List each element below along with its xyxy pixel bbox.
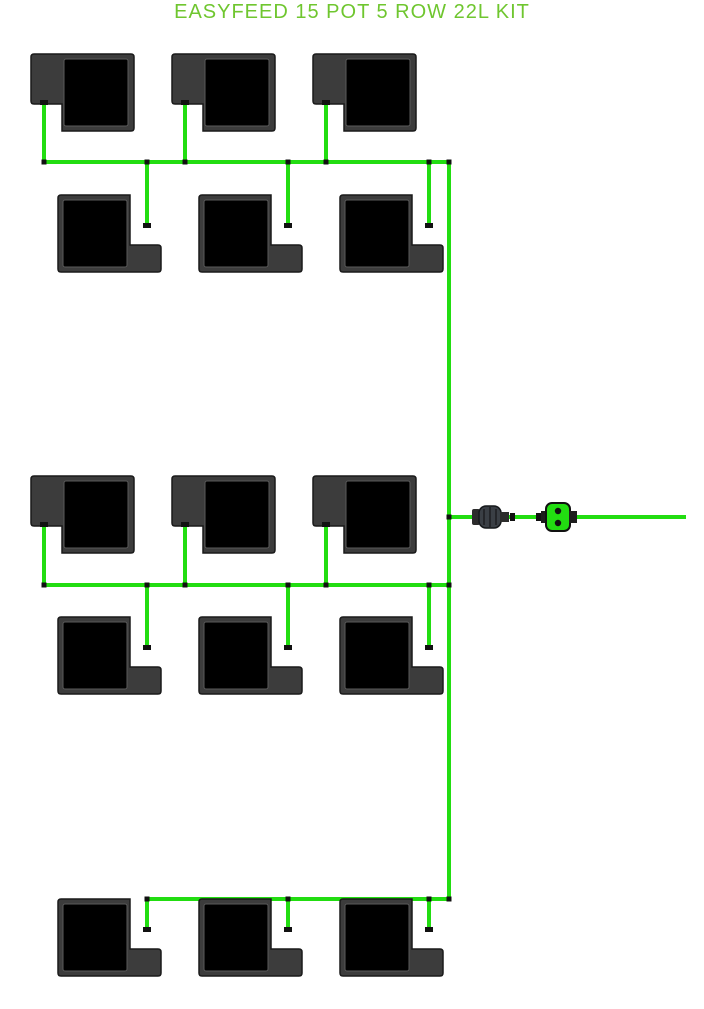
pot (57, 898, 162, 977)
pot-reservoir (62, 903, 128, 972)
pot (57, 616, 162, 695)
pot-connector (284, 223, 292, 228)
fitting-layer (40, 100, 541, 932)
pot-connector (143, 223, 151, 228)
pot-reservoir (62, 621, 128, 690)
pot-connector (322, 100, 330, 105)
tee-fitting (285, 896, 291, 902)
pot-reservoir (63, 480, 129, 549)
valve-port (554, 507, 562, 515)
pot-reservoir (344, 903, 410, 972)
tee-fitting (144, 896, 150, 902)
valve-outlet (569, 511, 577, 523)
pipe-connector (510, 513, 515, 521)
pot-reservoir (344, 199, 410, 268)
pot-connector (425, 645, 433, 650)
pot-reservoir (345, 58, 411, 127)
tee-fitting (144, 582, 150, 588)
pot-connector (181, 522, 189, 527)
tee-fitting (446, 582, 452, 588)
pot (57, 194, 162, 273)
pot-reservoir (62, 199, 128, 268)
pot (30, 475, 135, 554)
pot (171, 53, 276, 132)
pot-connector (322, 522, 330, 527)
pot (312, 53, 417, 132)
pot-connector (284, 927, 292, 932)
pot-reservoir (203, 621, 269, 690)
tee-fitting (144, 159, 150, 165)
pot-connector (40, 100, 48, 105)
pot-connector (284, 645, 292, 650)
pot-reservoir (203, 199, 269, 268)
inline-filter-icon (472, 505, 509, 529)
pot (198, 898, 303, 977)
pot (312, 475, 417, 554)
pipe-network (42, 101, 686, 929)
pot (198, 616, 303, 695)
tee-fitting (182, 582, 188, 588)
tee-fitting (426, 159, 432, 165)
pot (339, 616, 444, 695)
pot-connector (143, 927, 151, 932)
pot (198, 194, 303, 273)
tee-fitting (426, 896, 432, 902)
valve-inlet (541, 511, 548, 523)
tee-fitting (446, 159, 452, 165)
pot-reservoir (203, 903, 269, 972)
pot-connector (425, 927, 433, 932)
filter-cap (472, 509, 480, 525)
filter-outlet (500, 512, 509, 522)
pipe-connector (536, 513, 541, 521)
tee-fitting (285, 159, 291, 165)
tee-fitting (426, 582, 432, 588)
pot-layer (30, 53, 444, 977)
tee-fitting (182, 159, 188, 165)
pot-reservoir (204, 58, 270, 127)
valve-port (554, 519, 562, 527)
pot-reservoir (204, 480, 270, 549)
tee-fitting (446, 896, 452, 902)
pot-connector (181, 100, 189, 105)
tee-fitting (41, 159, 47, 165)
tee-fitting (323, 159, 329, 165)
pot-connector (143, 645, 151, 650)
valve-body (545, 502, 571, 532)
pot-connector (425, 223, 433, 228)
pot (30, 53, 135, 132)
diagram-title: EASYFEED 15 POT 5 ROW 22L KIT (174, 1, 530, 23)
pot-connector (40, 522, 48, 527)
tap-connector-valve-icon (541, 502, 577, 532)
tee-fitting (446, 514, 452, 520)
tee-fitting (323, 582, 329, 588)
pot-reservoir (63, 58, 129, 127)
pot-reservoir (345, 480, 411, 549)
tee-fitting (285, 582, 291, 588)
pot-reservoir (344, 621, 410, 690)
pot (339, 898, 444, 977)
tee-fitting (41, 582, 47, 588)
pot (171, 475, 276, 554)
supply-assembly (472, 502, 577, 532)
pot (339, 194, 444, 273)
